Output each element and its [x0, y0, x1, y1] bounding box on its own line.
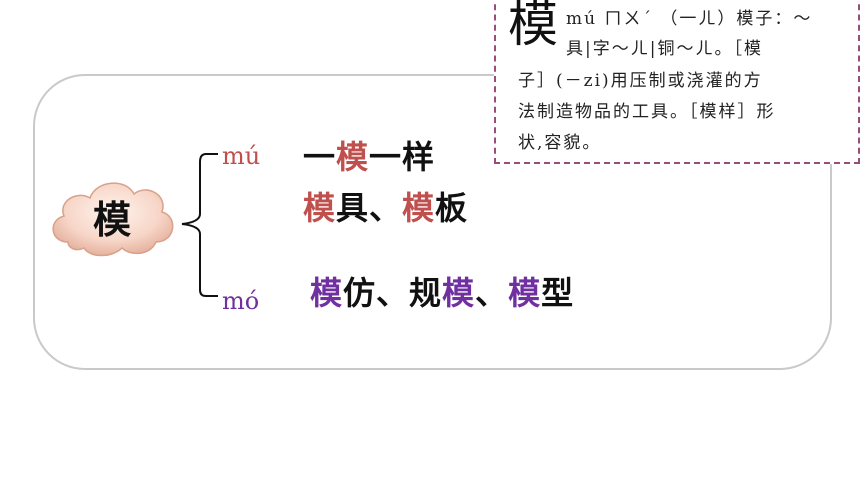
cloud-badge: 模 — [46, 172, 178, 260]
dictionary-line: mú ㄇㄨˊ （一ㄦ）模子：～ — [566, 9, 813, 29]
dictionary-headword: 模 — [508, 0, 558, 53]
brace-connector — [181, 153, 218, 297]
dictionary-line: 状,容貌。 — [518, 133, 602, 153]
cloud-shape — [52, 182, 174, 257]
word-segment: 模 — [442, 274, 476, 312]
word-segment: 模 — [303, 189, 337, 227]
word-segment: 板 — [435, 189, 469, 227]
dictionary-line: 法制造物品的工具。［模样］形 — [518, 102, 776, 122]
word-segment: 型 — [541, 274, 575, 312]
word-line-mu-2: 模具、模板 — [303, 183, 468, 229]
word-segment: 一样 — [369, 138, 436, 176]
pinyin-mu: mú — [222, 142, 261, 170]
word-segment: 模 — [336, 138, 370, 176]
pinyin-mo: mó — [222, 287, 260, 315]
dictionary-entry-box: 模 mú ㄇㄨˊ （一ㄦ）模子：～ 具|字～ㄦ|铜～ㄦ。［模 子］(－zi)用压… — [494, 0, 860, 164]
word-segment: 具、 — [336, 189, 403, 227]
dictionary-line: 具|字～ㄦ|铜～ㄦ。［模 — [566, 39, 763, 59]
word-segment: 模 — [508, 274, 542, 312]
word-segment: 模 — [402, 189, 436, 227]
word-segment: 仿、规 — [343, 274, 443, 312]
word-line-mo-1: 模仿、规模、模型 — [310, 268, 574, 314]
word-segment: 模 — [310, 274, 344, 312]
word-segment: 、 — [475, 274, 509, 312]
dictionary-line: 子］(－zi)用压制或浇灌的方 — [518, 71, 763, 91]
word-segment: 一 — [303, 138, 337, 176]
word-line-mu-1: 一模一样 — [303, 132, 435, 178]
cloud-character: 模 — [92, 196, 131, 242]
